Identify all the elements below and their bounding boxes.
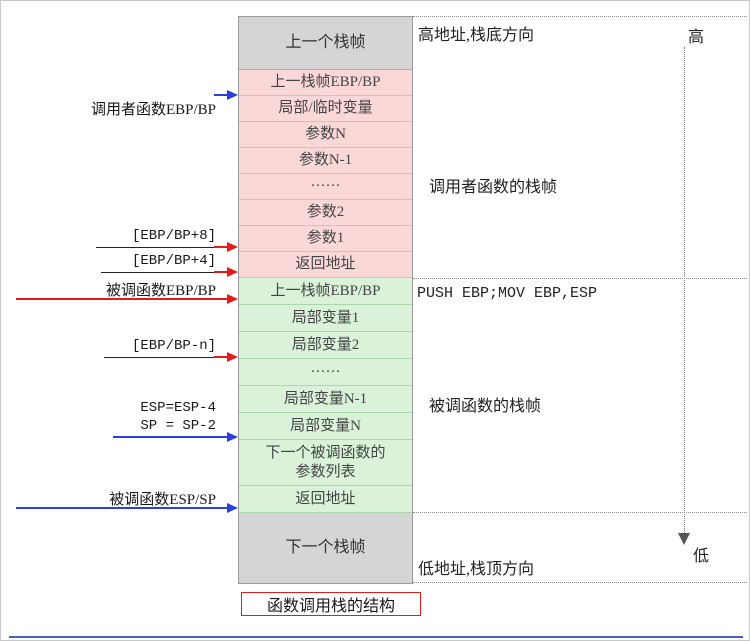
- ebp-plus-8-arrow-shaft: [214, 246, 228, 248]
- caller-cell-param-1: 参数1: [239, 226, 412, 252]
- dotted-line-top: [413, 16, 747, 17]
- label-callee-frame: 被调函数的栈帧: [429, 398, 542, 415]
- callee-cell-return-addr: 返回地址: [239, 486, 412, 513]
- label-low-address: 低地址,栈顶方向: [418, 561, 535, 578]
- label-ebp-plus-8: [EBP/BP+8]: [131, 228, 216, 244]
- callee-esp-arrow-shaft: [16, 507, 227, 509]
- caption-text: 函数调用栈的结构: [266, 598, 395, 615]
- esp-arrow-icon: [227, 432, 238, 442]
- ebp-minus-n-arrow-shaft: [214, 356, 228, 358]
- caller-ebp-arrow-icon: [227, 90, 238, 100]
- caller-cell-return-addr: 返回地址: [239, 252, 412, 278]
- dotted-line-frame-boundary: [413, 278, 747, 279]
- ebp-minus-n-underline: [104, 357, 216, 358]
- caller-cell-saved-ebp: 上一栈帧EBP/BP: [239, 70, 412, 96]
- caller-cell-param-n: 参数N: [239, 122, 412, 148]
- ebp-plus-4-arrow-icon: [227, 267, 238, 277]
- label-esp-line1: ESP=ESP-4: [140, 400, 216, 416]
- caller-cell-param-n-1: 参数N-1: [239, 148, 412, 174]
- caller-cell-param-2: 参数2: [239, 200, 412, 226]
- dotted-line-bottom: [413, 582, 747, 583]
- ebp-plus-4-underline: [101, 272, 216, 273]
- callee-ebp-arrow-shaft: [16, 298, 227, 300]
- caption-box: 函数调用栈的结构: [241, 592, 421, 616]
- callee-cell-local-var-1: 局部变量1: [239, 305, 412, 332]
- ebp-plus-8-arrow-icon: [227, 242, 238, 252]
- stack-cell-next-frame: 下一个栈帧: [239, 513, 412, 583]
- down-arrowhead-icon: [678, 533, 690, 545]
- esp-arrow-shaft: [113, 436, 227, 438]
- callee-cell-local-var-n: 局部变量N: [239, 413, 412, 440]
- label-callee-ebp: 被调函数EBP/BP: [105, 283, 216, 299]
- label-prologue: PUSH EBP;MOV EBP,ESP: [417, 285, 598, 302]
- label-callee-esp: 被调函数ESP/SP: [109, 492, 216, 508]
- callee-esp-arrow-icon: [227, 503, 238, 513]
- dotted-line-callee-bottom: [413, 512, 747, 513]
- bottom-blue-rule: [9, 636, 743, 638]
- callee-ebp-arrow-icon: [227, 294, 238, 304]
- caller-cell-local-temp: 局部/临时变量: [239, 96, 412, 122]
- label-ebp-minus-n: [EBP/BP-n]: [131, 338, 216, 354]
- label-high-address: 高地址,栈底方向: [418, 27, 535, 44]
- caller-cell-ellipsis: ······: [239, 174, 412, 200]
- ebp-minus-n-arrow-icon: [227, 352, 238, 362]
- stack-growth-line: [684, 47, 685, 533]
- label-esp-line2: SP = SP-2: [140, 418, 216, 434]
- caller-ebp-arrow-shaft: [214, 94, 228, 96]
- callee-cell-saved-ebp: 上一栈帧EBP/BP: [239, 278, 412, 305]
- callee-cell-next-call-params: 下一个被调函数的 参数列表: [239, 440, 412, 486]
- label-caller-ebp: 调用者函数EBP/BP: [90, 102, 216, 118]
- stack-column: 上一个栈帧 上一栈帧EBP/BP 局部/临时变量 参数N 参数N-1 ·····…: [238, 16, 413, 584]
- label-ebp-plus-4: [EBP/BP+4]: [131, 253, 216, 269]
- callee-cell-local-var-n-1: 局部变量N-1: [239, 386, 412, 413]
- stack-cell-previous-frame: 上一个栈帧: [239, 17, 412, 70]
- callee-cell-ellipsis: ······: [239, 359, 412, 386]
- label-high: 高: [688, 29, 705, 46]
- ebp-plus-4-arrow-shaft: [214, 271, 228, 273]
- label-caller-frame: 调用者函数的栈帧: [429, 179, 558, 196]
- label-low: 低: [693, 548, 710, 565]
- ebp-plus-8-underline: [96, 247, 216, 248]
- callee-cell-local-var-2: 局部变量2: [239, 332, 412, 359]
